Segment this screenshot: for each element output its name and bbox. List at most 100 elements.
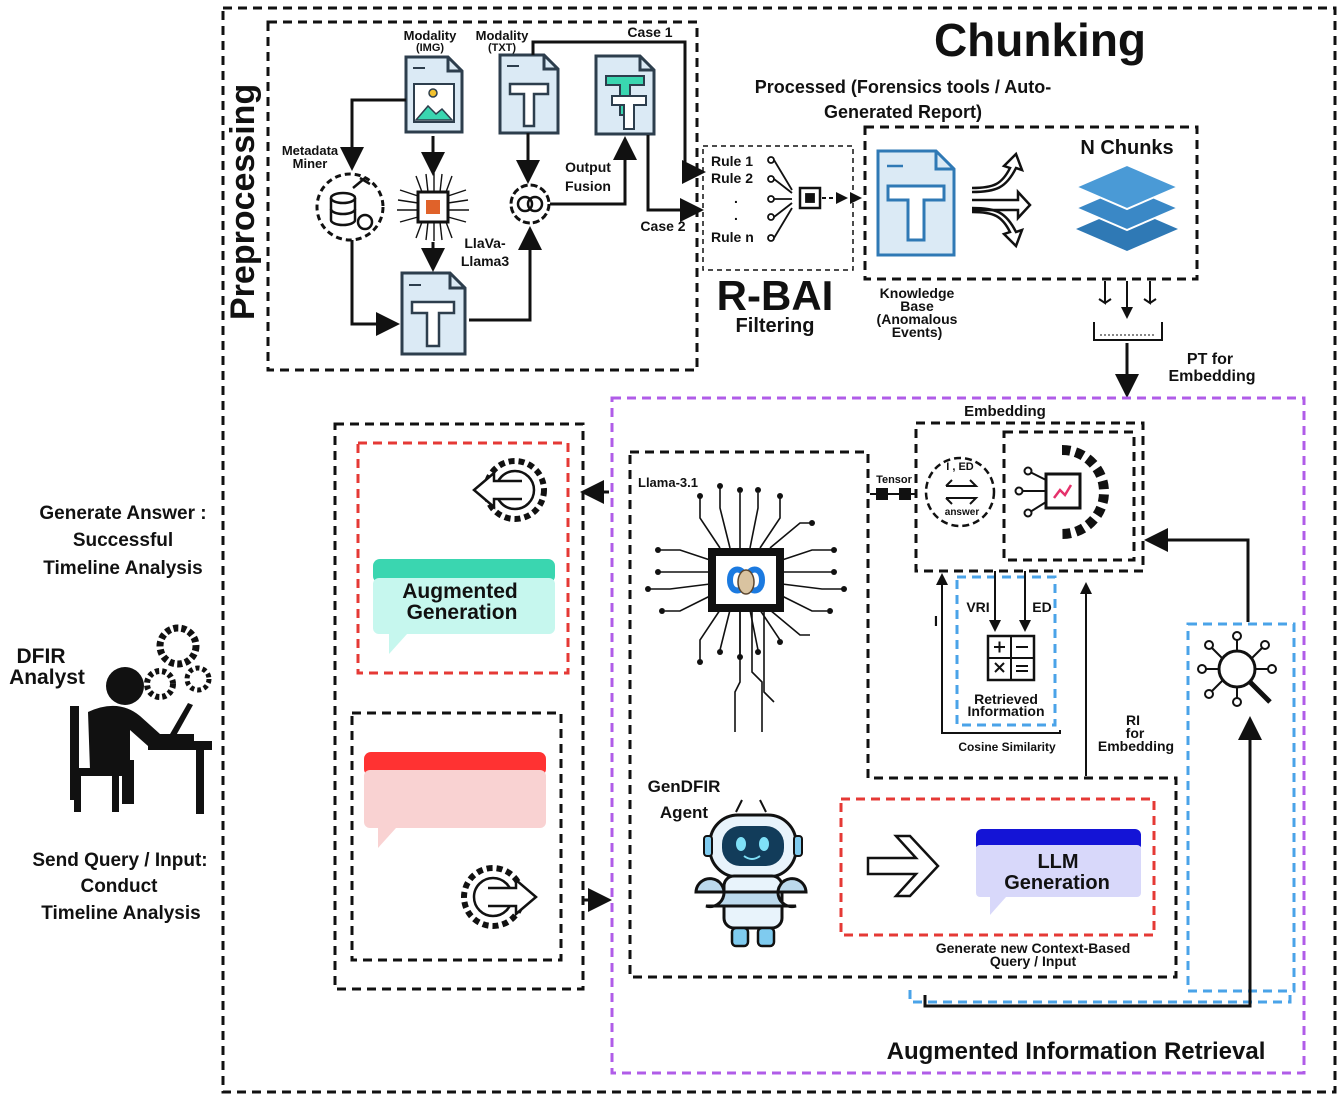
n-chunks-label: N Chunks bbox=[1080, 137, 1173, 159]
case2-label: Case 2 bbox=[640, 218, 685, 234]
i-label: I bbox=[934, 613, 938, 630]
augmented-generation-box bbox=[356, 441, 570, 675]
agent-label-2: Agent bbox=[660, 803, 709, 822]
retrieval-box bbox=[610, 396, 1306, 1075]
answer-query-column: Augmented Generation bbox=[333, 422, 612, 991]
rule-connector-icon bbox=[767, 156, 822, 242]
send-query-label-1: Send Query / Input: bbox=[32, 850, 207, 871]
augmented-generation-bubble bbox=[373, 559, 555, 654]
analyst-icon bbox=[70, 624, 212, 814]
chunking-title: Chunking bbox=[934, 14, 1146, 66]
dfir-label-2: Analyst bbox=[9, 666, 85, 689]
search-network-icon bbox=[1197, 631, 1277, 707]
rule-1-label: Rule 1 bbox=[711, 153, 753, 169]
augmented-retrieval-section: Augmented Information Retrieval Llama-3.… bbox=[610, 396, 1306, 1075]
enter-gear-icon bbox=[461, 865, 538, 929]
retrieved-label-1: Retrieved bbox=[974, 691, 1038, 707]
embedding-box bbox=[914, 421, 1145, 573]
embedding-label: Embedding bbox=[964, 403, 1046, 420]
metadata-miner-label-1: Metadata bbox=[282, 143, 339, 158]
generate-new-label-2: Query / Input bbox=[990, 953, 1077, 969]
arrow-right-icon bbox=[866, 834, 940, 898]
gear-fusion-icon bbox=[509, 183, 551, 225]
text-document-icon bbox=[498, 53, 560, 135]
filtering-label: Filtering bbox=[736, 315, 815, 337]
llava-label-2: Llama3 bbox=[461, 253, 509, 269]
funnel-icon bbox=[1093, 281, 1163, 341]
chunking-section: Processed (Forensics tools / Auto- Gener… bbox=[755, 77, 1256, 398]
knowledge-base-label-1: Knowledge bbox=[880, 285, 955, 301]
processed-label-1: Processed (Forensics tools / Auto- bbox=[755, 77, 1051, 97]
image-document-icon bbox=[404, 55, 464, 134]
metadata-miner-label-2: Miner bbox=[293, 156, 328, 171]
generate-answer-label-1: Generate Answer : bbox=[39, 503, 206, 524]
extracted-document-icon bbox=[400, 271, 467, 356]
case1-label: Case 1 bbox=[627, 24, 672, 40]
preprocessing-label: Preprocessing bbox=[224, 84, 262, 320]
output-fusion-label-1: Output bbox=[565, 159, 611, 175]
retrieved-label-2: Information bbox=[968, 703, 1045, 719]
ri-label-3: Embedding bbox=[1098, 738, 1174, 754]
modality-img-label-2: (IMG) bbox=[416, 42, 444, 54]
knowledge-document-icon bbox=[876, 149, 956, 257]
llm-generation-bubble bbox=[976, 829, 1141, 915]
query-box bbox=[350, 711, 563, 962]
search-bottom-line bbox=[908, 990, 1292, 1004]
preprocessing-box bbox=[266, 20, 699, 372]
llm-label-2: Generation bbox=[1004, 872, 1110, 894]
rule-dot-1: . bbox=[734, 190, 738, 206]
robot-agent-icon bbox=[694, 799, 808, 948]
send-query-label-2: Conduct bbox=[80, 876, 158, 897]
swap-bottom-label: answer bbox=[945, 507, 980, 518]
outer-frame bbox=[221, 6, 1337, 1094]
search-box bbox=[1186, 622, 1296, 993]
rule-n-label: Rule n bbox=[711, 229, 754, 245]
fused-document-icon bbox=[594, 54, 656, 136]
processed-label-2: Generated Report) bbox=[824, 102, 982, 122]
vri-label: VRI bbox=[966, 599, 989, 615]
send-query-label-3: Timeline Analysis bbox=[41, 903, 200, 924]
knowledge-base-label-3: (Anomalous bbox=[877, 311, 958, 327]
pt-embedding-label-2: Embedding bbox=[1168, 368, 1255, 385]
knowledge-base-label-4: Events) bbox=[892, 324, 943, 340]
preprocessing-section: Preprocessing Modality (IMG) Modality (T… bbox=[224, 20, 706, 372]
generate-answer-label-3: Timeline Analysis bbox=[43, 558, 202, 579]
modality-txt-label-2: (TXT) bbox=[488, 42, 516, 54]
llama-chip-icon bbox=[645, 483, 847, 732]
retrieved-info-box bbox=[955, 575, 1057, 727]
llama-label: Llama-3.1 bbox=[638, 475, 698, 490]
dfir-label-1: DFIR bbox=[17, 645, 66, 668]
generate-new-label-1: Generate new Context-Based bbox=[936, 940, 1131, 956]
rule-dot-2: . bbox=[734, 207, 738, 223]
swap-icon bbox=[924, 456, 996, 528]
embedding-gear-chip-icon bbox=[1014, 445, 1109, 539]
modality-img-label-1: Modality bbox=[404, 28, 457, 43]
rule-2-label: Rule 2 bbox=[711, 170, 753, 186]
ri-label-2: for bbox=[1126, 725, 1145, 741]
query-bubble bbox=[364, 752, 546, 848]
llm-generation-box bbox=[839, 797, 1156, 937]
exit-gear-icon bbox=[472, 458, 547, 522]
agent-label-1: GenDFIR bbox=[648, 777, 721, 796]
tensor-connector-icon bbox=[870, 488, 915, 500]
ri-label-1: RI bbox=[1126, 712, 1140, 728]
augmented-retrieval-label: Augmented Information Retrieval bbox=[887, 1038, 1266, 1065]
modality-txt-label-1: Modality bbox=[476, 28, 529, 43]
chip-icon bbox=[397, 173, 469, 241]
pt-embedding-label-1: PT for bbox=[1187, 351, 1233, 368]
embedding-model-box bbox=[1002, 430, 1136, 562]
chunking-box bbox=[863, 125, 1199, 281]
generate-answer-label-2: Successful bbox=[73, 530, 173, 551]
rbai-label: R-BAI bbox=[717, 272, 834, 319]
tensor-label: Tensor bbox=[876, 474, 913, 486]
knowledge-base-label-2: Base bbox=[900, 298, 934, 314]
cosine-label: Cosine Similarity bbox=[958, 740, 1056, 754]
ed-label: ED bbox=[1032, 599, 1051, 615]
stack-layers-icon bbox=[1073, 163, 1181, 251]
rbai-section: Rule 1 Rule 2 . . Rule n R-BAI Filtering bbox=[702, 145, 854, 337]
llava-label-1: LlaVa- bbox=[464, 235, 506, 251]
output-fusion-label-2: Fusion bbox=[565, 178, 611, 194]
llama-region bbox=[628, 450, 1178, 979]
split-arrow-icon bbox=[971, 151, 1032, 249]
